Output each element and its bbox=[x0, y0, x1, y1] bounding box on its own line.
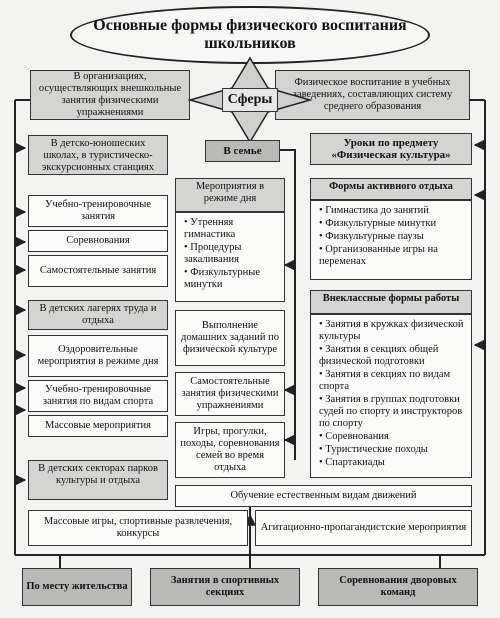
extracurricular-item: • Занятия в секциях общей физической под… bbox=[319, 344, 439, 367]
sport-schools-header: В детско-юношеских школах, в туристическ… bbox=[28, 135, 168, 175]
family-games-box: Игры, прогулки, походы, соревнования сем… bbox=[175, 422, 285, 478]
diagram-title: Основные формы физического воспитания шк… bbox=[70, 6, 430, 64]
lesson-box: Уроки по предмету «Физическая культура» bbox=[310, 133, 472, 165]
sport-schools-item: Учебно-тренировочные занятия bbox=[28, 195, 168, 227]
top-right-box: Физическое воспитание в учебных заведени… bbox=[275, 70, 470, 120]
family-box: В семье bbox=[205, 140, 280, 162]
camps-item: Массовые мероприятия bbox=[28, 415, 168, 437]
parks-header: В детских секторах парков культуры и отд… bbox=[28, 460, 168, 500]
bottom-residence-box: По месту жительства bbox=[22, 568, 132, 606]
bottom-competitions-box: Соревнования дворовых команд bbox=[318, 568, 478, 606]
active-rest-list: • Гимнастика до занятий • Физкультурные … bbox=[310, 200, 472, 280]
extracurricular-item: • Занятия в секциях по видам спорта bbox=[319, 369, 451, 392]
agitation-box: Агитационно-пропагандистские мероприятия bbox=[255, 510, 472, 546]
camps-item: Учебно-тренировочные занятия по видам сп… bbox=[28, 380, 168, 412]
camps-header: В детских лагерях труда и отдыха bbox=[28, 300, 168, 330]
extracurricular-list: • Занятия в кружках физической культуры … bbox=[310, 314, 472, 478]
extracurricular-item: • Спартакиады bbox=[319, 457, 385, 468]
regime-item: • Процедуры закаливания bbox=[184, 242, 242, 265]
extracurricular-header: Внеклассные формы работы bbox=[310, 290, 472, 314]
homework-box: Выполнение домашних заданий по физическо… bbox=[175, 310, 285, 366]
active-rest-item: • Гимнастика до занятий bbox=[319, 205, 429, 216]
extracurricular-item: • Соревнования bbox=[319, 431, 389, 442]
top-left-box: В организациях, осуществляющих внешкольн… bbox=[30, 70, 190, 120]
natural-movements-box: Обучение естественным видам движений bbox=[175, 485, 472, 507]
extracurricular-item: • Занятия в группах подготовки судей по … bbox=[319, 394, 463, 429]
active-rest-item: • Физкультурные паузы bbox=[319, 231, 424, 242]
mass-games-box: Массовые игры, спортивные развлечения, к… bbox=[28, 510, 248, 546]
active-rest-header: Формы активного отдыха bbox=[310, 178, 472, 200]
regime-item: • Утренняя гимнастика bbox=[184, 217, 236, 240]
extracurricular-item: • Занятия в кружках физической культуры bbox=[319, 319, 464, 342]
spheres-label: Сферы bbox=[222, 88, 278, 112]
extracurricular-item: • Туристические походы bbox=[319, 444, 428, 455]
sport-schools-item: Соревнования bbox=[28, 230, 168, 252]
camps-item: Оздоровительные мероприятия в режиме дня bbox=[28, 335, 168, 377]
self-study-box: Самостоятельные занятия физическими упра… bbox=[175, 372, 285, 416]
bottom-sections-box: Занятия в спортивных секциях bbox=[150, 568, 300, 606]
sport-schools-item: Самостоятельные занятия bbox=[28, 255, 168, 287]
regime-header: Мероприятия в режиме дня bbox=[175, 178, 285, 212]
active-rest-item: • Физкультурные минутки bbox=[319, 218, 437, 229]
active-rest-item: • Организованные игры на переменах bbox=[319, 244, 438, 267]
regime-list: • Утренняя гимнастика • Процедуры закали… bbox=[175, 212, 285, 302]
regime-item: • Физкультурные минутки bbox=[184, 267, 261, 290]
